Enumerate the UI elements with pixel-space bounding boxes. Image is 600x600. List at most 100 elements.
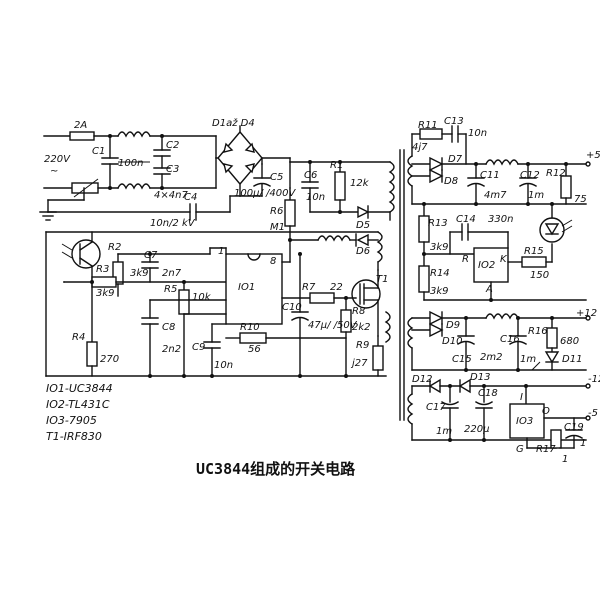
label-p5: +5	[586, 150, 600, 161]
label-r10v: 56	[248, 344, 261, 355]
label-r4v: 270	[100, 354, 119, 365]
primary-snubber	[284, 149, 405, 421]
label-pink: K	[500, 254, 508, 265]
label-d10: D10	[442, 336, 462, 347]
label-c6v: 10n	[306, 192, 325, 203]
label-r7: R7	[302, 282, 316, 293]
label-c8v: 2n2	[162, 344, 181, 355]
secondary-plus5	[407, 125, 591, 206]
io1-chip	[225, 253, 283, 325]
diagram-caption: UC3844组成的开关电路	[196, 460, 356, 478]
label-r6: R6	[270, 206, 283, 217]
label-c13: C13	[444, 116, 464, 127]
label-d12: D12	[412, 374, 432, 385]
label-c2: C2	[166, 140, 179, 151]
label-c18v: 220μ	[464, 424, 489, 435]
label-c5v: 100μ/ /400V	[234, 188, 296, 199]
label-pin1: 1	[218, 246, 224, 257]
label-ping: G	[516, 444, 524, 455]
label-d5: D5	[356, 220, 370, 231]
label-pino: O	[542, 406, 550, 417]
label-r8: R8	[352, 306, 365, 317]
label-c1v: 100n	[118, 158, 143, 169]
label-d8: D8	[444, 176, 458, 187]
label-c7: C7	[144, 250, 158, 261]
label-r13: R13	[428, 218, 448, 229]
label-d11: D11	[562, 354, 582, 365]
label-c5: C5	[270, 172, 283, 183]
label-r5v: 10k	[192, 292, 212, 303]
label-io3: IO3	[516, 416, 533, 427]
label-c10: C10	[282, 302, 302, 313]
label-r6v: M1	[270, 222, 285, 233]
component-labels: 220V ~ 2A C1 100n C2 C3 4×4n7 D1až D4 C4…	[44, 116, 600, 465]
label-c16: C16	[500, 334, 520, 345]
label-c1: C1	[92, 146, 105, 157]
label-p12: +12	[576, 308, 597, 319]
label-r9v: j27	[350, 358, 368, 369]
label-c9v: 10n	[214, 360, 233, 371]
label-c7v: 2n7	[162, 268, 182, 279]
label-r13v: 3k9	[430, 242, 449, 253]
label-d7: D7	[448, 154, 463, 165]
label-m12: -12	[588, 374, 600, 385]
label-d14: D1až D4	[212, 117, 255, 129]
label-r10: R10	[240, 322, 260, 333]
label-r3v: 3k9	[96, 288, 115, 299]
label-c4v: 10n/2 kV	[150, 218, 196, 229]
fuse	[69, 131, 95, 141]
label-r12v: 75	[574, 194, 587, 205]
label-c3: C3	[166, 164, 179, 175]
label-pin8: 8	[270, 256, 276, 267]
label-r5: R5	[164, 284, 177, 295]
label-d6: D6	[356, 246, 370, 257]
label-r4: R4	[72, 332, 85, 343]
label-r7v: 22	[330, 282, 343, 293]
label-c14v: 330n	[488, 214, 513, 225]
label-c23v: 4×4n7	[154, 190, 188, 201]
label-r16v: 680	[560, 336, 579, 347]
label-r17v: 1	[562, 454, 568, 465]
label-c13v: 10n	[468, 128, 487, 139]
legend-item: IO1-UC3844	[46, 382, 113, 395]
label-r1: R1	[330, 160, 343, 171]
feedback-section	[418, 202, 587, 302]
label-c6: C6	[304, 170, 317, 181]
mains-voltage-label: 220V	[44, 154, 71, 165]
label-c11v: 4m7	[484, 190, 507, 201]
secondary-plus12	[407, 310, 591, 372]
label-c17v: 1m	[436, 426, 452, 437]
label-r12: R12	[546, 168, 566, 179]
label-c11: C11	[480, 170, 500, 181]
label-r3: R3	[96, 264, 109, 275]
optocoupler-transistor	[61, 231, 101, 283]
label-c19v: 1	[580, 438, 586, 449]
label-d13: D13	[470, 372, 490, 383]
label-r1v: 12k	[350, 178, 370, 189]
label-c15v: 2m2	[480, 352, 502, 363]
mains-tilde-label: ~	[50, 166, 58, 177]
label-t1: T1	[376, 274, 388, 285]
legend-item: IO2-TL431C	[46, 398, 110, 411]
label-c12: C12	[520, 170, 540, 181]
label-r14: R14	[430, 268, 450, 279]
legend-item: T1-IRF830	[46, 430, 102, 443]
label-r14v: 3k9	[430, 286, 449, 297]
mains-input	[39, 131, 217, 221]
label-c9: C9	[192, 342, 205, 353]
label-c15: C15	[452, 354, 472, 365]
label-r15: R15	[524, 246, 544, 257]
label-r16: R16	[528, 326, 548, 337]
label-r11: R11	[418, 120, 438, 131]
label-c19: C19	[564, 422, 584, 433]
bridge-rectifier	[215, 125, 391, 197]
thermistor	[71, 182, 99, 194]
label-pini: I	[520, 392, 523, 403]
control-section	[45, 231, 391, 378]
label-c10v: 47μ/ /50V	[308, 320, 358, 331]
label-m5: -5	[588, 408, 598, 419]
label-c12v: 1m	[528, 190, 544, 201]
label-io2: IO2	[478, 260, 495, 271]
label-pinr: R	[462, 254, 469, 265]
label-r9: R9	[356, 340, 369, 351]
